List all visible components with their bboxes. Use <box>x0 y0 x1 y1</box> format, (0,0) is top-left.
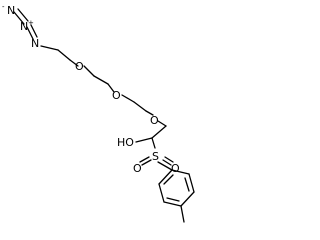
bond-ring-2-3 <box>188 173 195 193</box>
bond-ring-4-5 <box>163 201 182 207</box>
atom-sulfonyl-o-left: O <box>133 162 142 175</box>
bond-azide-n2-n3-double <box>30 24 38 38</box>
bond-ring-4-5-inner <box>166 197 180 202</box>
atom-hydroxyl: HO <box>117 136 134 149</box>
atom-n-terminal: N <box>7 4 15 17</box>
bonds <box>13 8 195 223</box>
bond-s-o-right-double <box>162 159 172 166</box>
bond-c1-c2 <box>57 49 71 61</box>
charge-minus: - <box>2 3 5 11</box>
atom-sulfur: S <box>152 150 159 163</box>
bond-azide-n1-n2-double <box>17 8 29 22</box>
bond-ring-5-6 <box>158 183 165 203</box>
bond-s-ring <box>157 161 173 171</box>
chemical-structure-diagram: N - N + N O O O HO S O O <box>2 3 195 223</box>
bond-ring-1-2 <box>171 169 190 175</box>
bond-s-o-right <box>164 156 174 163</box>
bond-n-c1 <box>40 45 59 51</box>
bond-c4-o2 <box>107 83 115 93</box>
atom-n-middle: N <box>20 20 28 33</box>
atom-ether-o2: O <box>112 89 121 102</box>
bond-c5-c6 <box>133 101 147 112</box>
bond-ring-3-4 <box>180 191 195 207</box>
bond-ring-6-1-inner <box>163 174 174 185</box>
bond-ring-2-3-inner <box>184 177 190 192</box>
atom-n-chain: N <box>31 37 39 50</box>
bond-c8-s <box>151 137 156 149</box>
bond-c2-o1 <box>69 59 79 67</box>
bond-o1-c3 <box>83 65 95 77</box>
bond-c3-c4 <box>93 75 109 85</box>
bond-azide-n1-n2 <box>13 11 25 25</box>
atom-labels: N - N + N O O O HO S O O <box>2 3 180 175</box>
atom-sulfonyl-o-right: O <box>171 162 180 175</box>
charge-plus: + <box>28 19 34 27</box>
bond-s-o-left-double <box>141 159 152 166</box>
bond-o3-c7 <box>157 120 167 127</box>
atom-ether-o3: O <box>150 114 159 127</box>
bond-c8-oh <box>135 137 153 143</box>
bond-ring-6-1 <box>158 169 173 185</box>
bond-s-o-left <box>139 156 150 163</box>
bond-ring-methyl <box>180 205 185 223</box>
atom-ether-o1: O <box>75 60 84 73</box>
bond-o2-c5 <box>121 94 135 103</box>
bond-c6-o3 <box>145 110 154 116</box>
bond-azide-n2-n3 <box>26 26 34 40</box>
bond-c7-c8 <box>151 125 167 139</box>
